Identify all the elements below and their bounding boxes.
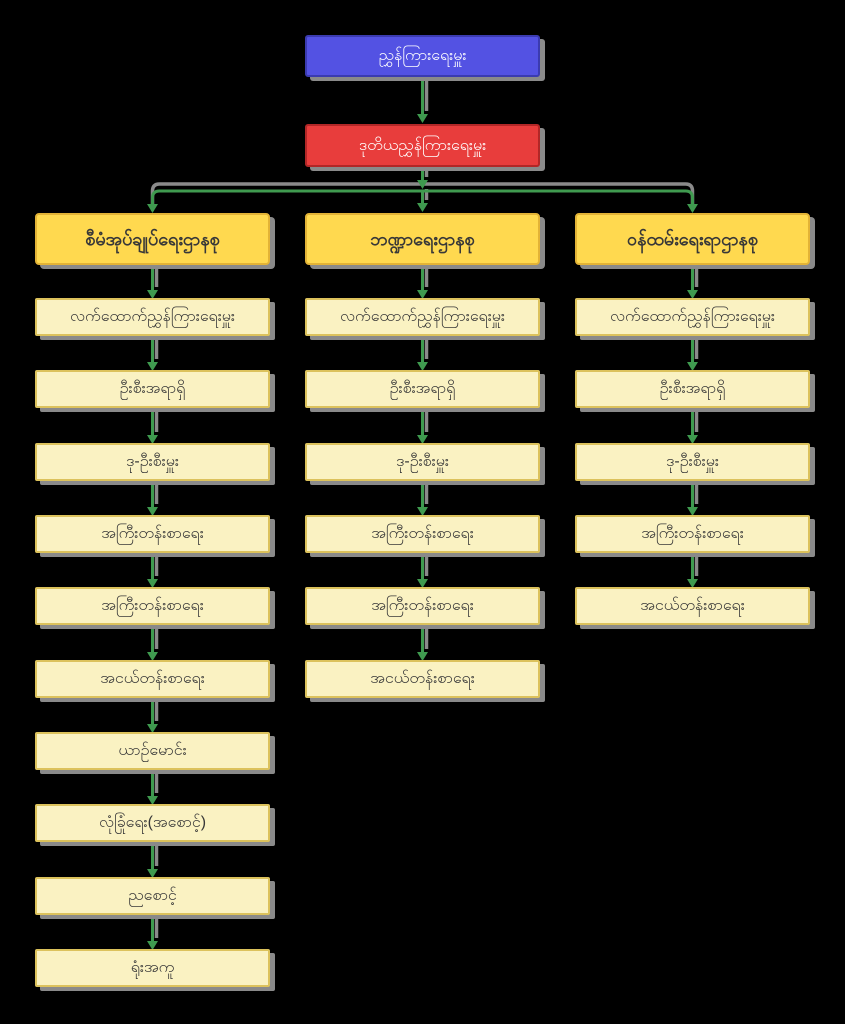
org-node: အကြီးတန်းစာရေး: [305, 515, 540, 553]
org-node: ဦးစီးအရာရှိ: [35, 370, 270, 408]
org-node: အကြီးတန်းစာရေး: [35, 515, 270, 553]
node-label: လက်ထောက်ညွှန်ကြားရေးမှူး: [610, 308, 775, 325]
node-label: ဒု-ဦးစီးမှူး: [396, 453, 449, 470]
node-label: ဒု-ဦးစီးမှူး: [666, 453, 719, 470]
node-label: အငယ်တန်းစာရေး: [640, 597, 745, 614]
dept-header-admin: စီမံအုပ်ချုပ်ရေးဌာနစု: [35, 213, 270, 265]
org-node: အကြီးတန်းစာရေး: [305, 587, 540, 625]
org-node: အကြီးတန်းစာရေး: [575, 515, 810, 553]
node-label: အငယ်တန်းစာရေး: [370, 670, 475, 687]
org-node: အငယ်တန်းစာရေး: [305, 660, 540, 698]
org-node: အကြီးတန်းစာရေး: [35, 587, 270, 625]
node-label: လုံခြုံရေး(အစောင့်): [98, 814, 207, 831]
node-label: အငယ်တန်းစာရေး: [100, 670, 205, 687]
org-node: လက်ထောက်ညွှန်ကြားရေးမှူး: [305, 298, 540, 336]
node-label: ဒုတိယညွှန်ကြားရေးမှူး: [358, 136, 487, 154]
node-director: ညွှန်ကြားရေးမှူး: [305, 35, 540, 77]
node-label: ဒု-ဦးစီးမှူး: [126, 453, 179, 470]
node-label: ယာဉ်မောင်း: [118, 742, 187, 759]
node-label: အကြီးတန်းစာရေး: [371, 597, 474, 614]
node-label: ဦးစီးအရာရှိ: [659, 380, 726, 397]
node-label: အကြီးတန်းစာရေး: [371, 525, 474, 542]
org-node: ညစောင့်: [35, 877, 270, 915]
node-label: အကြီးတန်းစာရေး: [641, 525, 744, 542]
node-label: ဘဏ္ဍာရေးဌာနစု: [370, 228, 475, 249]
org-node: ဒု-ဦးစီးမှူး: [35, 443, 270, 481]
node-label: အကြီးတန်းစာရေး: [101, 597, 204, 614]
node-deputy-director: ဒုတိယညွှန်ကြားရေးမှူး: [305, 124, 540, 167]
node-label: ညစောင့်: [128, 887, 177, 904]
org-node: လက်ထောက်ညွှန်ကြားရေးမှူး: [35, 298, 270, 336]
node-label: ညွှန်ကြားရေးမှူး: [378, 47, 467, 64]
node-label: ဝန်ထမ်းရေးရာဌာနစု: [627, 228, 758, 249]
org-node: ဒု-ဦးစီးမှူး: [575, 443, 810, 481]
node-label: စီမံအုပ်ချုပ်ရေးဌာနစု: [85, 228, 220, 249]
org-node: ဦးစီးအရာရှိ: [305, 370, 540, 408]
org-node: အငယ်တန်းစာရေး: [35, 660, 270, 698]
node-label: ဦးစီးအရာရှိ: [389, 380, 456, 397]
org-node: ယာဉ်မောင်း: [35, 732, 270, 770]
org-node: လုံခြုံရေး(အစောင့်): [35, 804, 270, 842]
org-node: ဦးစီးအရာရှိ: [575, 370, 810, 408]
dept-header-finance: ဘဏ္ဍာရေးဌာနစု: [305, 213, 540, 265]
org-node: လက်ထောက်ညွှန်ကြားရေးမှူး: [575, 298, 810, 336]
node-label: လက်ထောက်ညွှန်ကြားရေးမှူး: [70, 308, 235, 325]
dept-header-staff-affairs: ဝန်ထမ်းရေးရာဌာနစု: [575, 213, 810, 265]
node-label: အကြီးတန်းစာရေး: [101, 525, 204, 542]
org-node: ရုံးအကူ: [35, 949, 270, 987]
org-node: ဒု-ဦးစီးမှူး: [305, 443, 540, 481]
node-label: လက်ထောက်ညွှန်ကြားရေးမှူး: [340, 308, 505, 325]
node-label: ဦးစီးအရာရှိ: [119, 380, 186, 397]
node-label: ရုံးအကူ: [130, 959, 175, 976]
org-node: အငယ်တန်းစာရေး: [575, 587, 810, 625]
